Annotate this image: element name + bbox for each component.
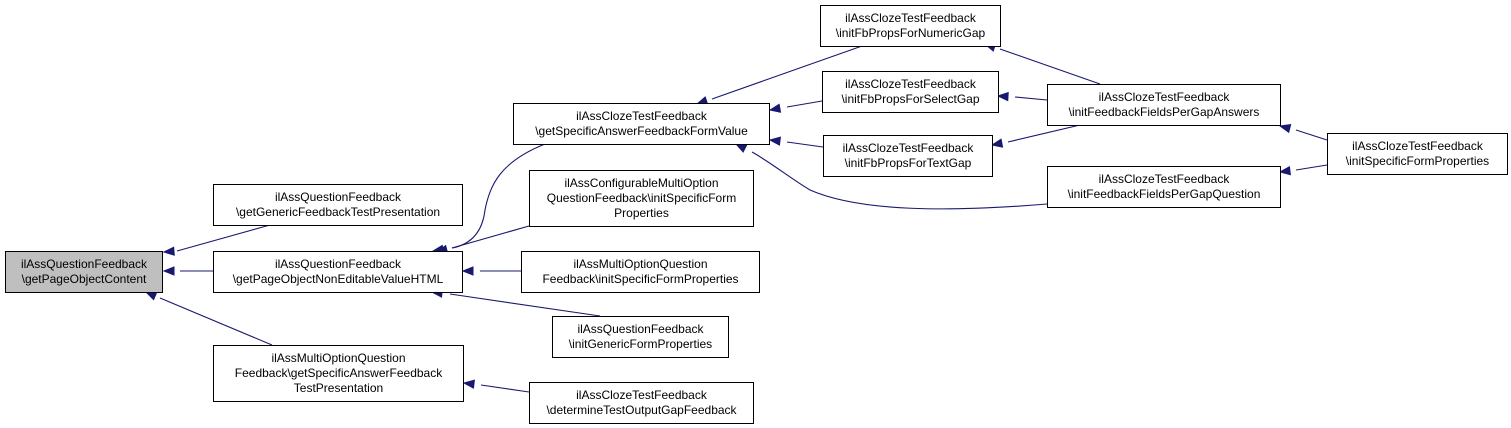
arrowhead-per_gap_question [1278, 165, 1292, 176]
node-label-line: ilAssMultiOptionQuestion [573, 257, 707, 271]
node-label-line: \initFbPropsForSelectGap [841, 92, 979, 106]
arrowhead-multi_option_specific_test_presentation [462, 379, 475, 389]
edge-per_gap_answers-to-select_gap [1014, 96, 1048, 101]
node-label-line: Properties [614, 206, 669, 220]
node-label-line: TestPresentation [294, 381, 383, 395]
node-label-line: ilAssClozeTestFeedback [1352, 139, 1484, 153]
node-label-line: \initFbPropsForNumericGap [836, 26, 986, 40]
node-generic-test-presentation[interactable]: ilAssQuestionFeedback\getGenericFeedback… [213, 184, 463, 226]
edge-specific_answer_form_value-to-non_editable_value_html [451, 143, 546, 249]
node-box[interactable] [823, 135, 993, 177]
node-label-line: \initFbPropsForTextGap [845, 156, 972, 170]
node-label-line: ilAssQuestionFeedback [21, 257, 148, 271]
node-box[interactable] [513, 103, 770, 145]
node-text-gap[interactable]: ilAssClozeTestFeedback\initFbPropsForTex… [823, 135, 993, 177]
node-label-line: \getGenericFeedbackTestPresentation [236, 205, 440, 219]
arrowhead-specific_answer_form_value [768, 103, 782, 113]
edge-per_gap_question-to-specific_answer_form_value [751, 151, 1048, 210]
node-select-gap[interactable]: ilAssClozeTestFeedback\initFbPropsForSel… [822, 71, 999, 113]
node-box[interactable] [529, 382, 754, 424]
node-label-line: ilAssConfigurableMultiOption [564, 176, 718, 190]
edge-init_generic_form-to-non_editable_value_html [449, 293, 601, 317]
node-box[interactable] [5, 251, 163, 293]
edge-determine_gap_feedback-to-multi_option_specific_test_presentation [480, 384, 530, 393]
arrowhead-non_editable_value_html [461, 266, 474, 276]
node-label-line: ilAssClozeTestFeedback [576, 388, 708, 402]
node-numeric-gap[interactable]: ilAssClozeTestFeedback\initFbPropsForNum… [820, 5, 1001, 47]
nodes-layer: ilAssQuestionFeedback\getPageObjectConte… [5, 5, 1508, 424]
edge-per_gap_answers-to-numeric_gap [999, 48, 1101, 85]
node-box[interactable] [1047, 84, 1281, 126]
node-label-line: ilAssClozeTestFeedback [576, 109, 708, 123]
node-label-line: \initGenericFormProperties [569, 337, 712, 351]
arrowhead-root [144, 291, 158, 301]
node-box[interactable] [822, 71, 999, 113]
node-determine-gap-feedback[interactable]: ilAssClozeTestFeedback\determineTestOutp… [529, 382, 754, 424]
edge-multi_option_specific_test_presentation-to-root [159, 297, 273, 346]
edge-numeric_gap-to-specific_answer_form_value [711, 45, 863, 100]
node-box[interactable] [213, 184, 463, 226]
node-label-line: ilAssQuestionFeedback [577, 322, 704, 336]
node-box[interactable] [1047, 166, 1281, 208]
arrowhead-specific_answer_form_value [768, 136, 781, 146]
node-label-line: \initFeedbackFieldsPerGapQuestion [1068, 187, 1261, 201]
node-label-line: \initFeedbackFieldsPerGapAnswers [1069, 105, 1260, 119]
node-label-line: \getPageObjectNonEditableValueHTML [233, 272, 444, 286]
node-configurable-init-specific[interactable]: ilAssConfigurableMultiOptionQuestionFeed… [529, 170, 754, 227]
node-box[interactable] [213, 251, 463, 293]
node-multi-option-specific-test-presentation[interactable]: ilAssMultiOptionQuestionFeedback\getSpec… [213, 345, 464, 402]
edge-cloze_init_specific-to-per_gap_question [1295, 164, 1328, 171]
node-label-line: ilAssQuestionFeedback [275, 257, 402, 271]
node-box[interactable] [820, 5, 1001, 47]
node-label-line: \determineTestOutputGapFeedback [546, 403, 737, 417]
node-box[interactable] [1327, 133, 1508, 175]
node-label-line: Feedback\initSpecificFormProperties [542, 272, 738, 286]
node-box[interactable] [552, 316, 729, 358]
edge-cloze_init_specific-to-per_gap_answers [1295, 129, 1328, 141]
edge-select_gap-to-specific_answer_form_value [786, 100, 823, 108]
node-cloze-init-specific[interactable]: ilAssClozeTestFeedback\initSpecificFormP… [1327, 133, 1508, 175]
arrowhead-specific_answer_form_value [734, 143, 748, 153]
node-non-editable-value-html[interactable]: ilAssQuestionFeedback\getPageObjectNonEd… [213, 251, 463, 293]
node-multi-option-init-specific[interactable]: ilAssMultiOptionQuestionFeedback\initSpe… [521, 251, 760, 293]
node-label-line: ilAssQuestionFeedback [275, 190, 402, 204]
node-box[interactable] [529, 170, 754, 227]
node-label-line: Feedback\getSpecificAnswerFeedback [235, 366, 443, 380]
node-per-gap-question[interactable]: ilAssClozeTestFeedback\initFeedbackField… [1047, 166, 1281, 208]
arrowhead-text_gap [990, 138, 1004, 148]
node-label-line: ilAssClozeTestFeedback [843, 141, 975, 155]
node-label-line: ilAssClozeTestFeedback [845, 77, 977, 91]
node-box[interactable] [213, 345, 464, 402]
node-label-line: ilAssMultiOptionQuestion [271, 351, 405, 365]
arrowhead-per_gap_answers [1278, 123, 1292, 134]
edge-generic_test_presentation-to-root [176, 224, 271, 252]
node-init-generic-form[interactable]: ilAssQuestionFeedback\initGenericFormPro… [552, 316, 729, 358]
arrowhead-root [162, 266, 175, 276]
arrowhead-select_gap [996, 91, 1009, 102]
edge-per_gap_answers-to-text_gap [1007, 124, 1081, 143]
node-label-line: ilAssClozeTestFeedback [845, 11, 977, 25]
node-label-line: ilAssClozeTestFeedback [1099, 90, 1231, 104]
node-label-line: \initSpecificFormProperties [1346, 154, 1489, 168]
node-root[interactable]: ilAssQuestionFeedback\getPageObjectConte… [5, 251, 163, 293]
arrowhead-root [162, 246, 175, 256]
node-label-line: \getSpecificAnswerFeedbackFormValue [535, 124, 748, 138]
node-label-line: \getPageObjectContent [22, 272, 147, 286]
node-label-line: ilAssClozeTestFeedback [1099, 172, 1231, 186]
edge-configurable_init_specific-to-non_editable_value_html [451, 225, 530, 249]
node-box[interactable] [521, 251, 760, 293]
node-per-gap-answers[interactable]: ilAssClozeTestFeedback\initFeedbackField… [1047, 84, 1281, 126]
node-label-line: QuestionFeedback\initSpecificForm [547, 191, 736, 205]
node-specific-answer-form-value[interactable]: ilAssClozeTestFeedback\getSpecificAnswer… [513, 103, 770, 145]
edge-text_gap-to-specific_answer_form_value [786, 141, 824, 148]
